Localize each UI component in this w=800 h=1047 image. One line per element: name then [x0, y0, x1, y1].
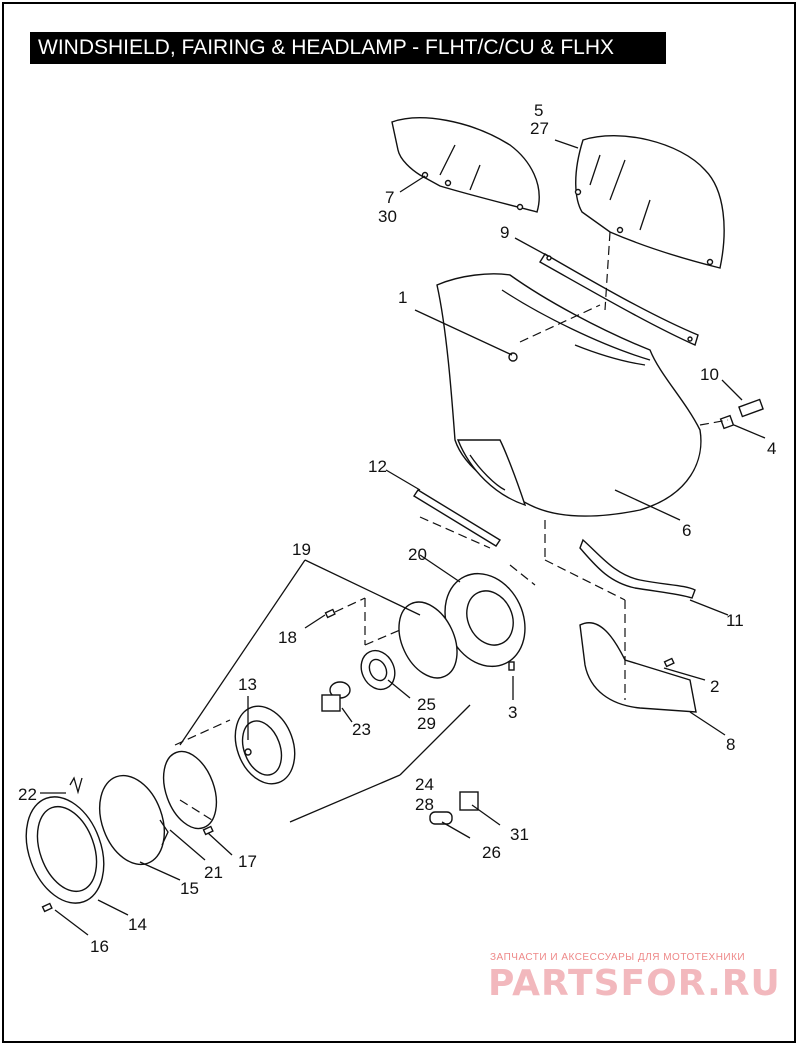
fairing-bracket — [579, 538, 696, 599]
outer-bezel — [25, 796, 105, 904]
callout-5: 5 — [534, 101, 543, 120]
watermark-logo: PARTSFOR.RU — [488, 963, 781, 1004]
callout-28: 28 — [415, 795, 434, 814]
callout-11: 11 — [726, 611, 744, 630]
retaining-ring — [162, 750, 218, 830]
callout-4: 4 — [767, 439, 776, 458]
callout-15: 15 — [180, 879, 199, 898]
watermark-tagline: ЗАПЧАСТИ И АКСЕССУАРЫ ДЛЯ МОТОТЕХНИКИ — [490, 952, 746, 963]
callout-14: 14 — [128, 915, 147, 934]
lower-bracket — [579, 622, 697, 713]
callout-12: 12 — [368, 457, 387, 476]
callout-29: 29 — [417, 714, 436, 733]
callout-6: 6 — [682, 521, 691, 540]
fairing — [436, 273, 702, 517]
callout-16: 16 — [90, 937, 109, 956]
callout-22: 22 — [18, 785, 37, 804]
socket — [360, 649, 396, 691]
leader-lines — [40, 139, 766, 936]
callout-23: 23 — [352, 720, 371, 739]
diagram-title: WINDSHIELD, FAIRING & HEADLAMP - FLHT/C/… — [30, 32, 666, 64]
callout-24: 24 — [415, 775, 434, 794]
headlamp-housing — [444, 572, 526, 668]
callout-18: 18 — [278, 628, 297, 647]
callout-17: 17 — [238, 852, 257, 871]
bolt-assembly — [719, 398, 764, 430]
callout-10: 10 — [700, 365, 719, 384]
callout-8: 8 — [726, 735, 735, 754]
spring-clip-lower — [159, 819, 169, 846]
callout-26: 26 — [482, 843, 501, 862]
callout-19: 19 — [292, 540, 311, 559]
callout-13: 13 — [238, 675, 257, 694]
mounting-ring — [398, 601, 458, 679]
windshield-small — [391, 117, 540, 213]
assembly-guides — [174, 231, 729, 821]
windshield-large — [574, 134, 725, 269]
callout-31: 31 — [510, 825, 529, 844]
turn-signal-bulb — [429, 791, 479, 825]
headlamp-lens — [234, 705, 296, 785]
vent-strip — [413, 489, 501, 547]
callout-labels: 1 2 3 4 5 6 7 8 9 10 11 12 13 14 15 16 1… — [18, 101, 776, 956]
callout-2: 2 — [710, 677, 719, 696]
callout-30: 30 — [378, 207, 397, 226]
callout-27: 27 — [530, 119, 549, 138]
callout-3: 3 — [508, 703, 517, 722]
callout-25: 25 — [417, 695, 436, 714]
screws — [41, 608, 675, 913]
bulb — [321, 681, 351, 712]
callout-21: 21 — [204, 863, 223, 882]
spring-clip — [69, 776, 83, 795]
callout-7: 7 — [385, 188, 394, 207]
callout-20: 20 — [408, 545, 427, 564]
callout-9: 9 — [500, 223, 509, 242]
trim-strip — [539, 253, 699, 346]
callout-1: 1 — [398, 288, 407, 307]
trim-ring — [99, 774, 165, 866]
